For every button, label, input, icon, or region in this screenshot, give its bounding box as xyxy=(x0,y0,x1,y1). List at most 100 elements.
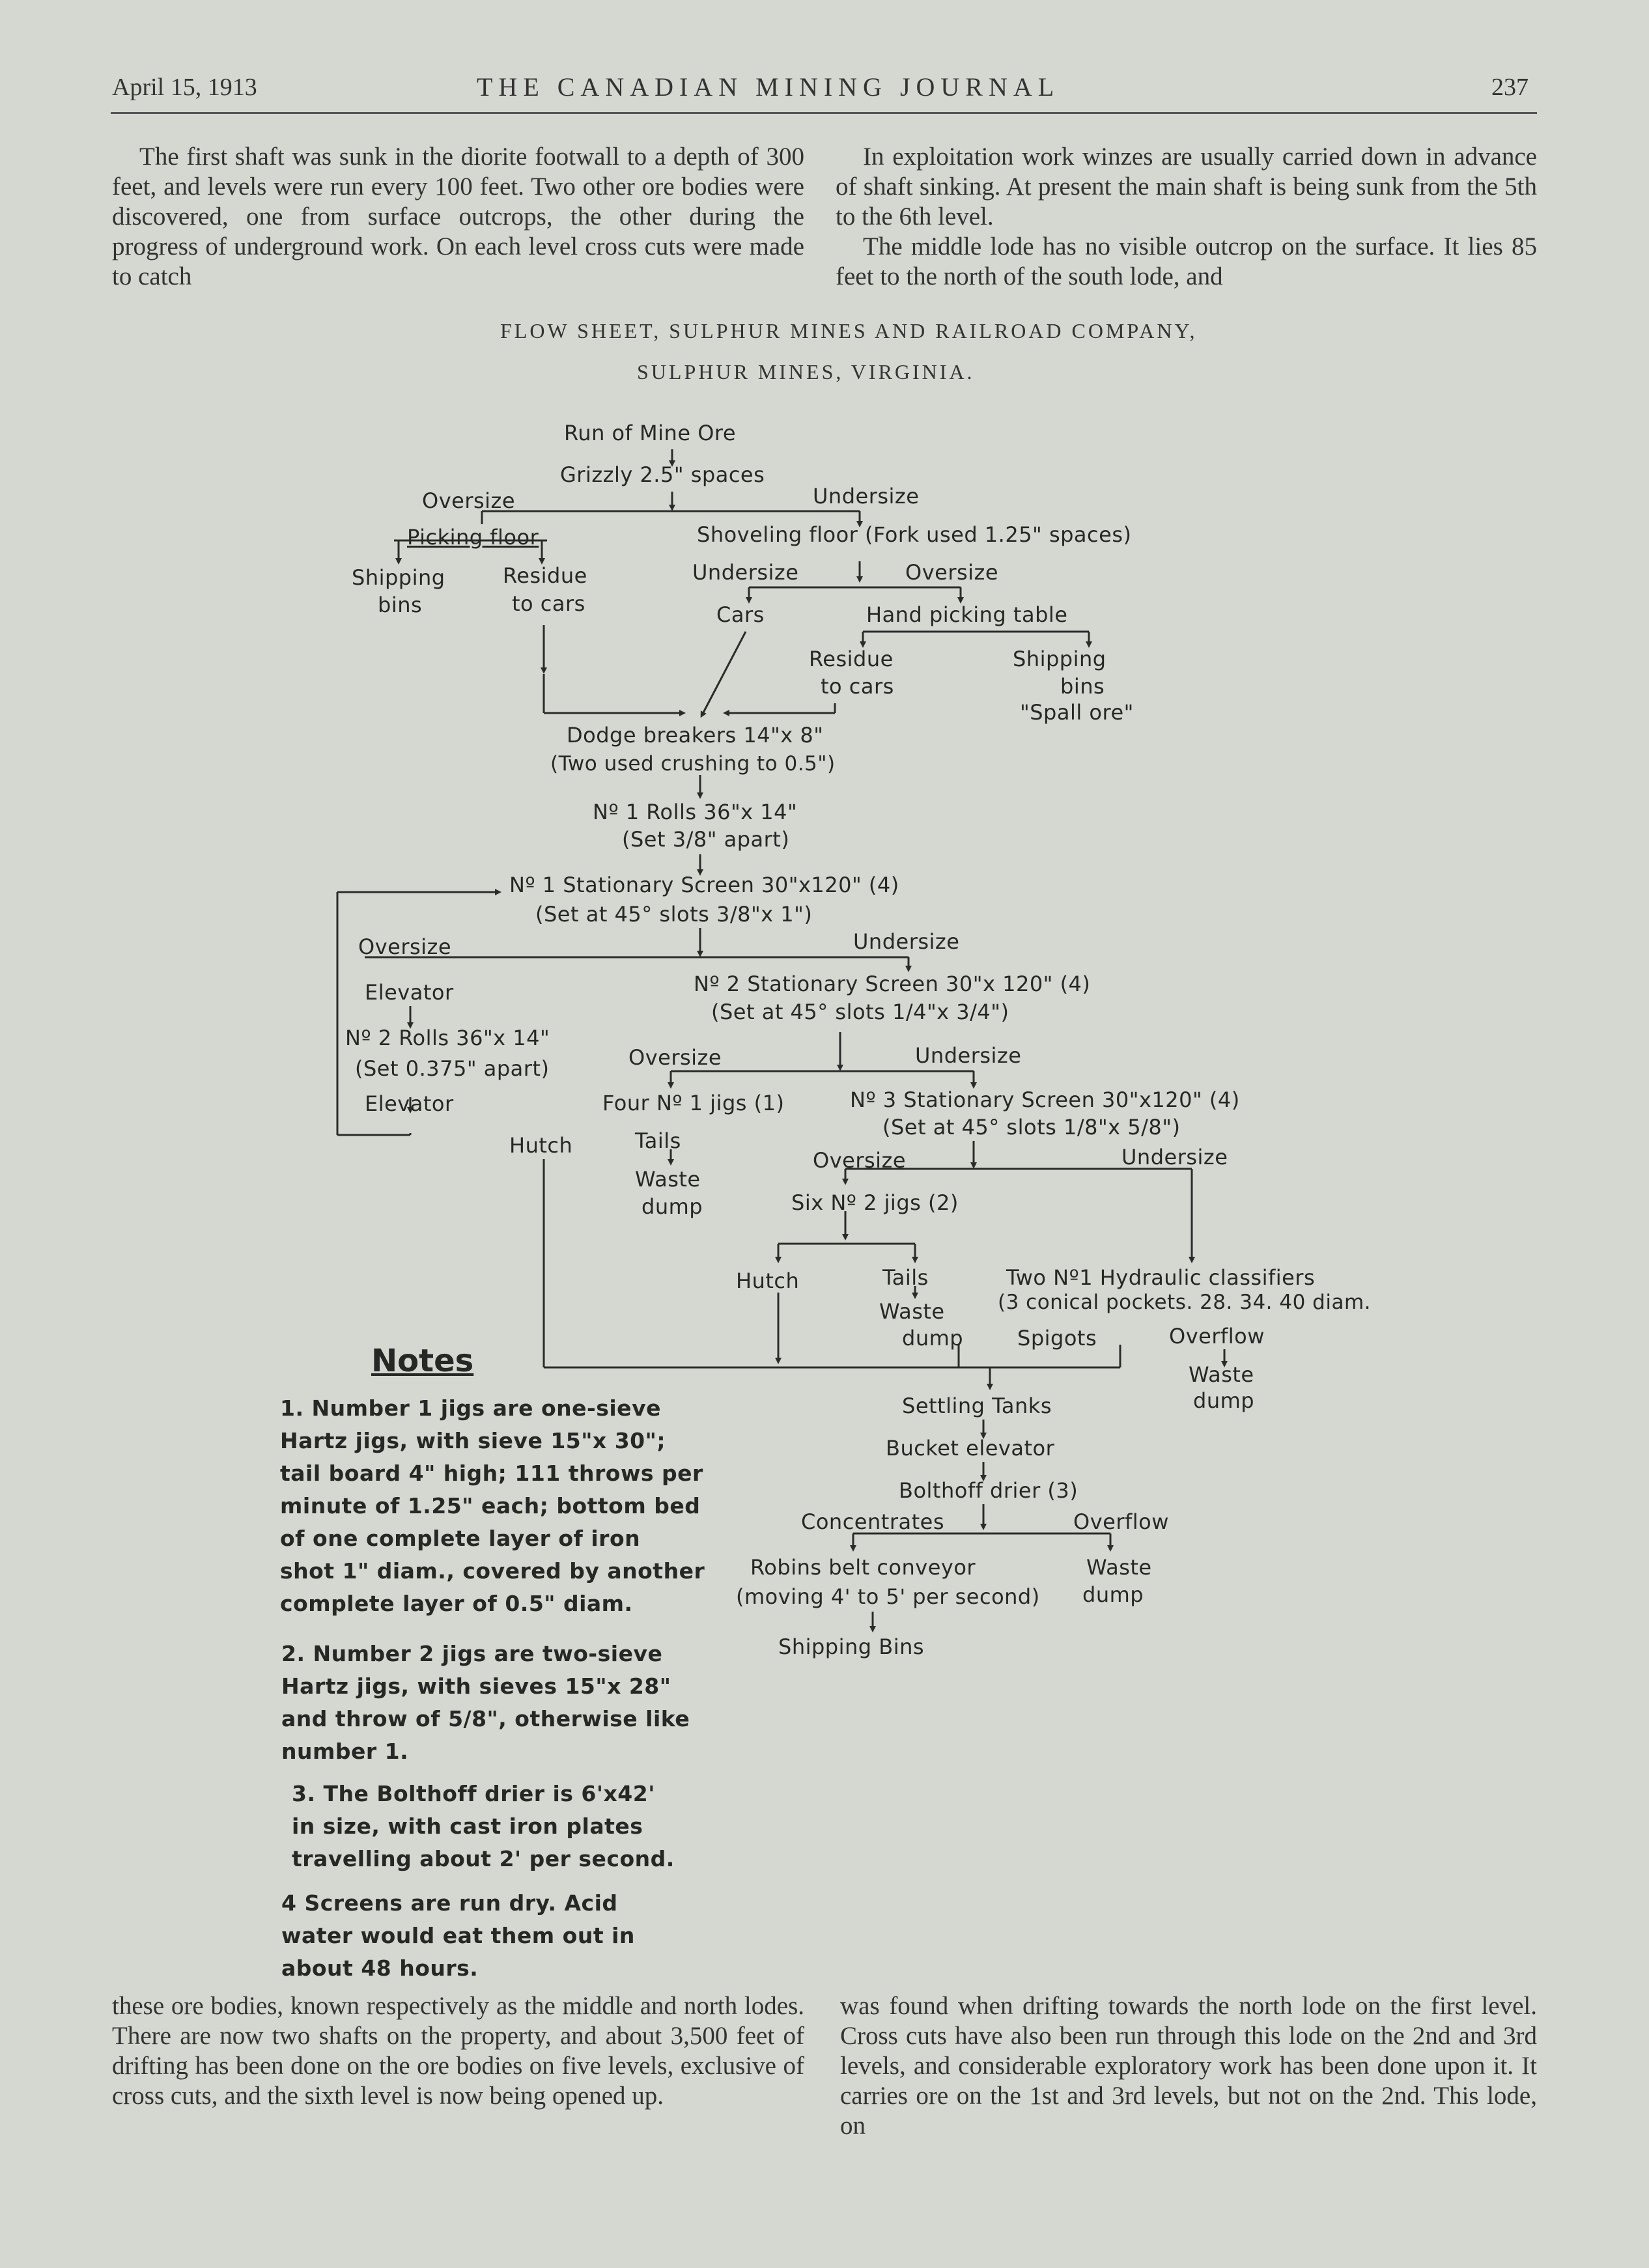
note-1-line: Hartz jigs, with sieve 15"x 30"; xyxy=(280,1428,666,1453)
note-1-line: tail board 4" high; 111 throws per xyxy=(280,1461,703,1486)
flow-grizzly-undersize: Undersize xyxy=(813,484,920,509)
header-rule xyxy=(111,112,1537,114)
header-date: April 15, 1913 xyxy=(112,74,257,101)
flow-waste-1b: dump xyxy=(641,1194,703,1219)
header-page-number: 237 xyxy=(1491,74,1529,101)
note-1-line: complete layer of 0.5" diam. xyxy=(280,1591,633,1616)
flow-shoveling-floor: Shoveling floor (Fork used 1.25" spaces) xyxy=(697,522,1132,547)
flow-shipping-bins-final: Shipping Bins xyxy=(778,1634,925,1659)
header-title: THE CANADIAN MINING JOURNAL xyxy=(477,72,1060,102)
flow-residue-1b: to cars xyxy=(512,591,585,616)
flow-waste-3b: dump xyxy=(1193,1388,1255,1413)
flow-waste-4b: dump xyxy=(1082,1582,1144,1607)
note-2-line: number 1. xyxy=(281,1739,409,1764)
flow-screen-1: Nº 1 Stationary Screen 30"x120" (4) xyxy=(509,873,899,897)
flow-rolls-2-set: (Set 0.375" apart) xyxy=(355,1056,550,1081)
flow-hutch-1: Hutch xyxy=(509,1133,573,1158)
flow-tails-1: Tails xyxy=(635,1128,681,1153)
note-4-line: water would eat them out in xyxy=(281,1923,635,1948)
flow-screen-2-oversize: Oversize xyxy=(628,1045,722,1070)
top-right-paragraph-1: In exploitation work winzes are usually … xyxy=(836,143,1537,231)
flow-bolthoff-drier: Bolthoff drier (3) xyxy=(899,1478,1078,1503)
flow-screen-2: Nº 2 Stationary Screen 30"x 120" (4) xyxy=(694,972,1091,996)
flow-elevator-2: Elevator xyxy=(365,1091,454,1116)
flow-shipping-bins-2a: Shipping xyxy=(1013,647,1106,671)
flow-settling-tanks: Settling Tanks xyxy=(902,1393,1052,1418)
flow-screen-3-undersize: Undersize xyxy=(1121,1145,1228,1169)
flow-waste-4a: Waste xyxy=(1086,1555,1152,1580)
flow-grizzly-oversize: Oversize xyxy=(422,488,516,513)
flow-tails-2: Tails xyxy=(882,1265,929,1290)
flow-elevator-1: Elevator xyxy=(365,980,454,1005)
note-2-line: and throw of 5/8", otherwise like xyxy=(281,1706,690,1731)
flow-dodge-note: (Two used crushing to 0.5") xyxy=(550,752,836,776)
note-1-line: minute of 1.25" each; bottom bed xyxy=(280,1493,701,1519)
flow-screen-2-set: (Set at 45° slots 1/4"x 3/4") xyxy=(711,1000,1009,1024)
flow-rolls-1-set: (Set 3/8" apart) xyxy=(622,827,790,852)
note-2-line: Hartz jigs, with sieves 15"x 28" xyxy=(281,1673,671,1699)
flow-sheet-caption-line-1: FLOW SHEET, SULPHUR MINES AND RAILROAD C… xyxy=(500,319,1198,343)
note-4: 4 Screens are run dry. Acid water would … xyxy=(281,1887,635,1985)
flow-spall-ore: "Spall ore" xyxy=(1020,700,1134,725)
flow-shipping-bins-1b: bins xyxy=(378,593,423,617)
flow-robins-conveyor: Robins belt conveyor xyxy=(750,1555,976,1580)
top-right-paragraph-2: The middle lode has no visible outcrop o… xyxy=(836,232,1537,290)
note-2-line: 2. Number 2 jigs are two-sieve xyxy=(281,1641,663,1666)
bottom-right-column: was found when drifting towards the nort… xyxy=(840,1991,1537,2141)
flow-screen-3: Nº 3 Stationary Screen 30"x120" (4) xyxy=(850,1087,1240,1112)
flow-six-no2-jigs: Six Nº 2 jigs (2) xyxy=(791,1190,959,1215)
flow-waste-2a: Waste xyxy=(879,1299,945,1324)
flow-screen-3-set: (Set at 45° slots 1/8"x 5/8") xyxy=(882,1115,1181,1140)
flow-shipping-bins-1a: Shipping xyxy=(352,565,445,590)
top-left-column: The first shaft was sunk in the diorite … xyxy=(112,142,804,292)
flow-rolls-2: Nº 2 Rolls 36"x 14" xyxy=(345,1026,550,1050)
flow-hutch-2: Hutch xyxy=(736,1268,800,1293)
flow-sheet-caption-line-2: SULPHUR MINES, VIRGINIA. xyxy=(637,360,975,384)
note-3: 3. The Bolthoff drier is 6'x42' in size,… xyxy=(292,1778,675,1875)
flow-robins-note: (moving 4' to 5' per second) xyxy=(736,1584,1040,1609)
flow-rolls-1: Nº 1 Rolls 36"x 14" xyxy=(593,800,798,824)
note-4-line: 4 Screens are run dry. Acid xyxy=(281,1890,618,1916)
note-4-line: about 48 hours. xyxy=(281,1955,479,1981)
flow-hand-picking-table: Hand picking table xyxy=(866,602,1068,627)
flow-waste-3a: Waste xyxy=(1189,1362,1254,1387)
top-left-paragraph: The first shaft was sunk in the diorite … xyxy=(112,143,804,290)
note-1: 1. Number 1 jigs are one-sieve Hartz jig… xyxy=(280,1392,705,1620)
note-1-line: shot 1" diam., covered by another xyxy=(280,1558,705,1584)
flow-cars: Cars xyxy=(716,602,765,627)
bottom-right-paragraph: was found when drifting towards the nort… xyxy=(840,1992,1537,2140)
note-1-line: 1. Number 1 jigs are one-sieve xyxy=(280,1395,661,1421)
flow-picking-floor: Picking floor xyxy=(407,525,539,550)
flow-residue-2a: Residue xyxy=(809,647,894,671)
flow-overflow-1: Overflow xyxy=(1169,1324,1265,1349)
note-3-line: 3. The Bolthoff drier is 6'x42' xyxy=(292,1781,655,1806)
flow-spigots: Spigots xyxy=(1017,1326,1097,1351)
flow-screen-3-oversize: Oversize xyxy=(813,1148,907,1173)
flow-shoveling-oversize: Oversize xyxy=(905,560,999,585)
bottom-left-column: these ore bodies, known respectively as … xyxy=(112,1991,804,2111)
notes-title: Notes xyxy=(371,1343,474,1379)
note-3-line: in size, with cast iron plates xyxy=(292,1813,643,1839)
bottom-left-paragraph: these ore bodies, known respectively as … xyxy=(112,1992,804,2110)
note-1-line: of one complete layer of iron xyxy=(280,1526,641,1551)
flow-shipping-bins-2b: bins xyxy=(1060,674,1105,699)
note-3-line: travelling about 2' per second. xyxy=(292,1846,675,1871)
flow-four-no1-jigs: Four Nº 1 jigs (1) xyxy=(602,1091,785,1115)
flow-screen-1-undersize: Undersize xyxy=(853,929,960,954)
flow-residue-2b: to cars xyxy=(821,674,894,699)
flow-overflow-2: Overflow xyxy=(1073,1509,1169,1534)
note-2: 2. Number 2 jigs are two-sieve Hartz jig… xyxy=(281,1638,690,1768)
flow-bucket-elevator: Bucket elevator xyxy=(886,1436,1055,1461)
flow-classifiers-note: (3 conical pockets. 28. 34. 40 diam. xyxy=(998,1291,1372,1314)
flow-run-of-mine-ore: Run of Mine Ore xyxy=(564,421,737,445)
flow-screen-2-undersize: Undersize xyxy=(915,1043,1022,1068)
flow-hydraulic-classifiers: Two Nº1 Hydraulic classifiers xyxy=(1006,1265,1316,1290)
flow-screen-1-set: (Set at 45° slots 3/8"x 1") xyxy=(535,902,813,927)
flow-waste-2b: dump xyxy=(902,1326,964,1351)
flow-screen-1-oversize: Oversize xyxy=(358,934,452,959)
flow-waste-1a: Waste xyxy=(635,1167,701,1192)
flow-residue-1a: Residue xyxy=(503,563,587,588)
top-right-column: In exploitation work winzes are usually … xyxy=(836,142,1537,292)
